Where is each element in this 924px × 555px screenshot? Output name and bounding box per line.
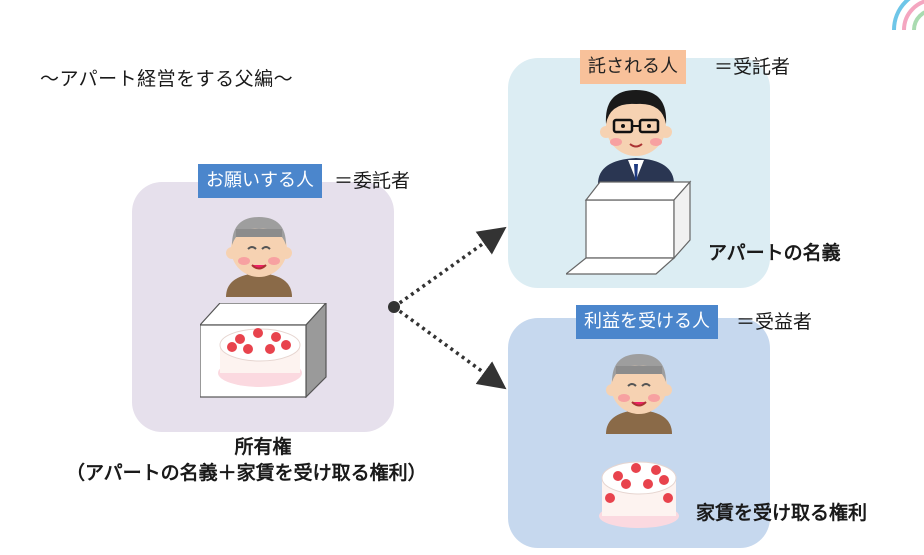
beneficiary-asset-label: 家賃を受け取る権利 [696, 502, 868, 524]
trustor-tag: お願いする人 [198, 164, 322, 198]
dotted-arrow-icon [388, 226, 507, 390]
corner-decoration [892, 0, 924, 30]
cake-icon [599, 461, 679, 528]
page-title: ～アパート経営をする父編～ [40, 68, 294, 90]
ownership-caption: 所有権 [234, 436, 292, 458]
businessman-icon [598, 90, 674, 184]
ownership-detail-caption: （アパートの名義＋家賃を受け取る権利） [66, 462, 427, 484]
trustee-role: ＝受託者 [714, 56, 791, 78]
trustor-role: ＝委託者 [334, 170, 411, 192]
empty-box-icon [566, 180, 692, 275]
beneficiary-tag: 利益を受ける人 [576, 305, 718, 339]
trustee-tag: 託される人 [580, 50, 686, 84]
cake-in-box-icon [200, 303, 327, 398]
trustee-asset-label: アパートの名義 [708, 242, 841, 264]
elderly-man-icon [226, 217, 292, 297]
beneficiary-role: ＝受益者 [736, 311, 813, 333]
elderly-man-icon [606, 354, 672, 434]
